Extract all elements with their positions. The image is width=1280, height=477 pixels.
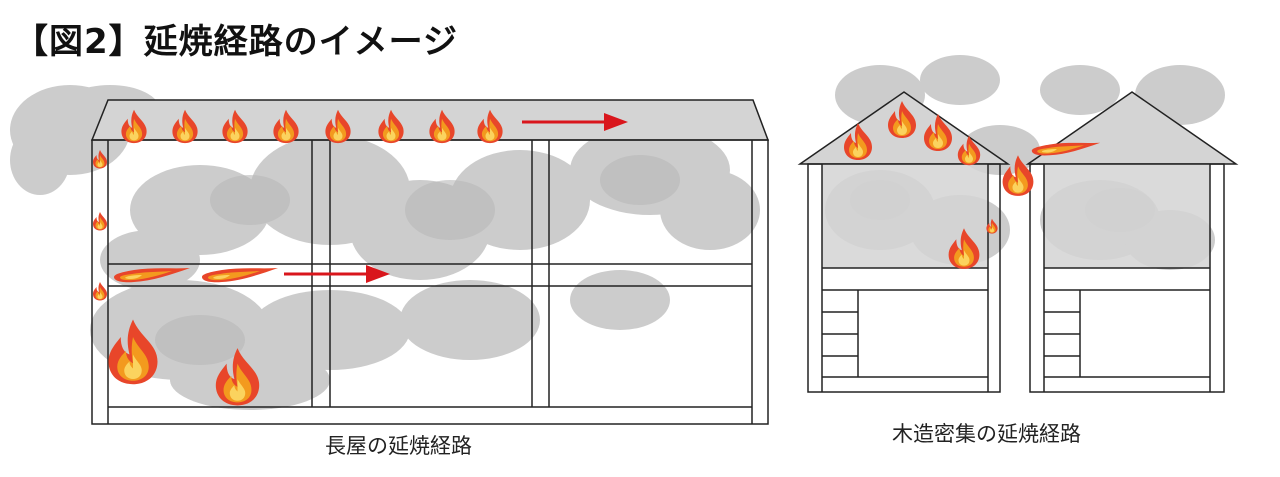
caption-row-house: 長屋の延焼経路 bbox=[325, 434, 472, 458]
wooden-house-right bbox=[1025, 91, 1239, 393]
row-house-building bbox=[10, 85, 770, 425]
row-house-frame bbox=[91, 139, 769, 425]
wall-flames bbox=[93, 150, 107, 301]
smoke-clouds-left bbox=[10, 85, 760, 410]
wooden-houses bbox=[797, 55, 1239, 393]
smoke-dark-left bbox=[155, 155, 680, 365]
figure-title: 【図2】延焼経路のイメージ bbox=[14, 22, 458, 62]
spread-arrows bbox=[284, 113, 628, 283]
caption-wooden-dense: 木造密集の延焼経路 bbox=[892, 422, 1081, 446]
